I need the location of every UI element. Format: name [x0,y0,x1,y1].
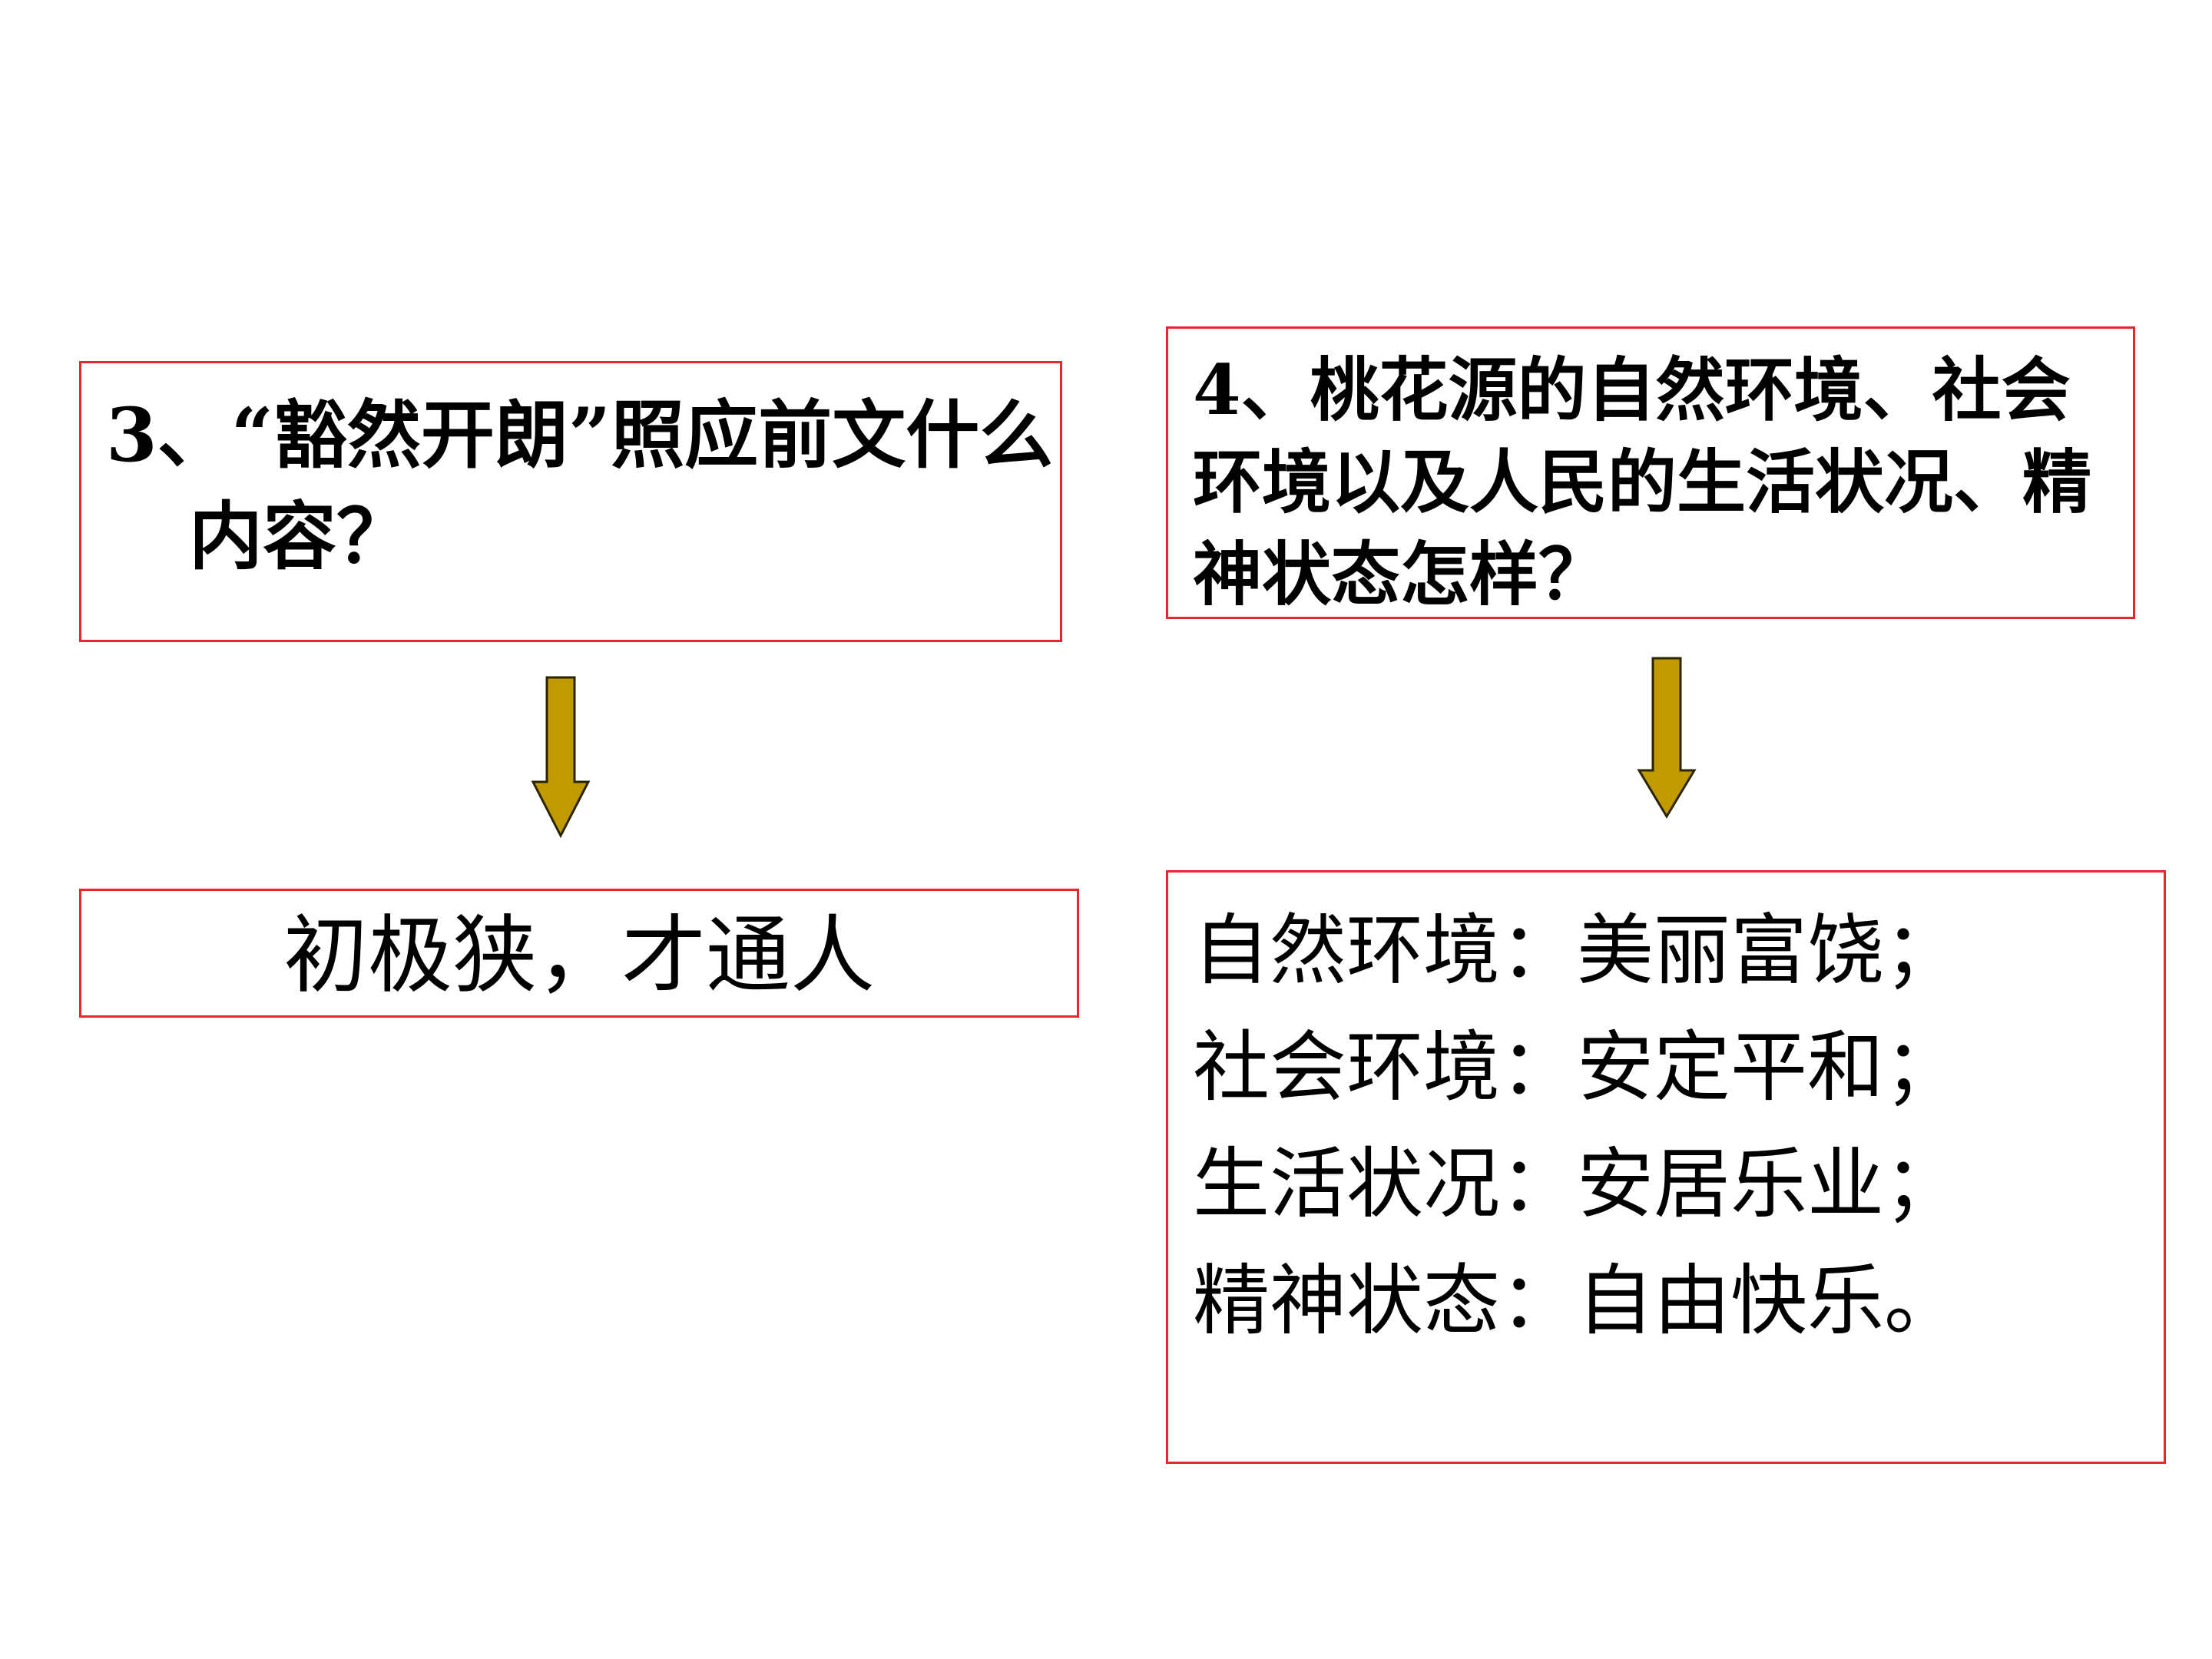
question-3-box: 3、“豁然开朗”照应前文什么内容？ [79,361,1062,642]
down-arrow-icon [1637,657,1697,819]
question-4-text: 4、桃花源的自然环境、社会环境以及人民的生活状况、精神状态怎样？ [1193,349,2091,615]
answer-3-text: 初极狭，才通人 [283,906,875,1005]
answer-4-list: 自然环境：美丽富饶； 社会环境：安定平和； 生活状况：安居乐业； 精神状态：自由… [1193,892,1961,1359]
answer-4-line-natural: 自然环境：美丽富饶； [1193,906,1961,995]
down-arrow-icon [531,676,591,839]
answer-3-box: 初极狭，才通人 [79,889,1079,1018]
answer-4-box: 自然环境：美丽富饶； 社会环境：安定平和； 生活状况：安居乐业； 精神状态：自由… [1166,870,2166,1464]
question-4-box: 4、桃花源的自然环境、社会环境以及人民的生活状况、精神状态怎样？ [1166,326,2135,619]
answer-4-line-spirit: 精神状态：自由快乐。 [1193,1256,1961,1346]
answer-4-line-living: 生活状况：安居乐业； [1193,1139,1961,1229]
question-3-text: 3、“豁然开朗”照应前文什么内容？ [106,392,1054,580]
answer-4-line-social: 社会环境：安定平和； [1193,1022,1961,1112]
